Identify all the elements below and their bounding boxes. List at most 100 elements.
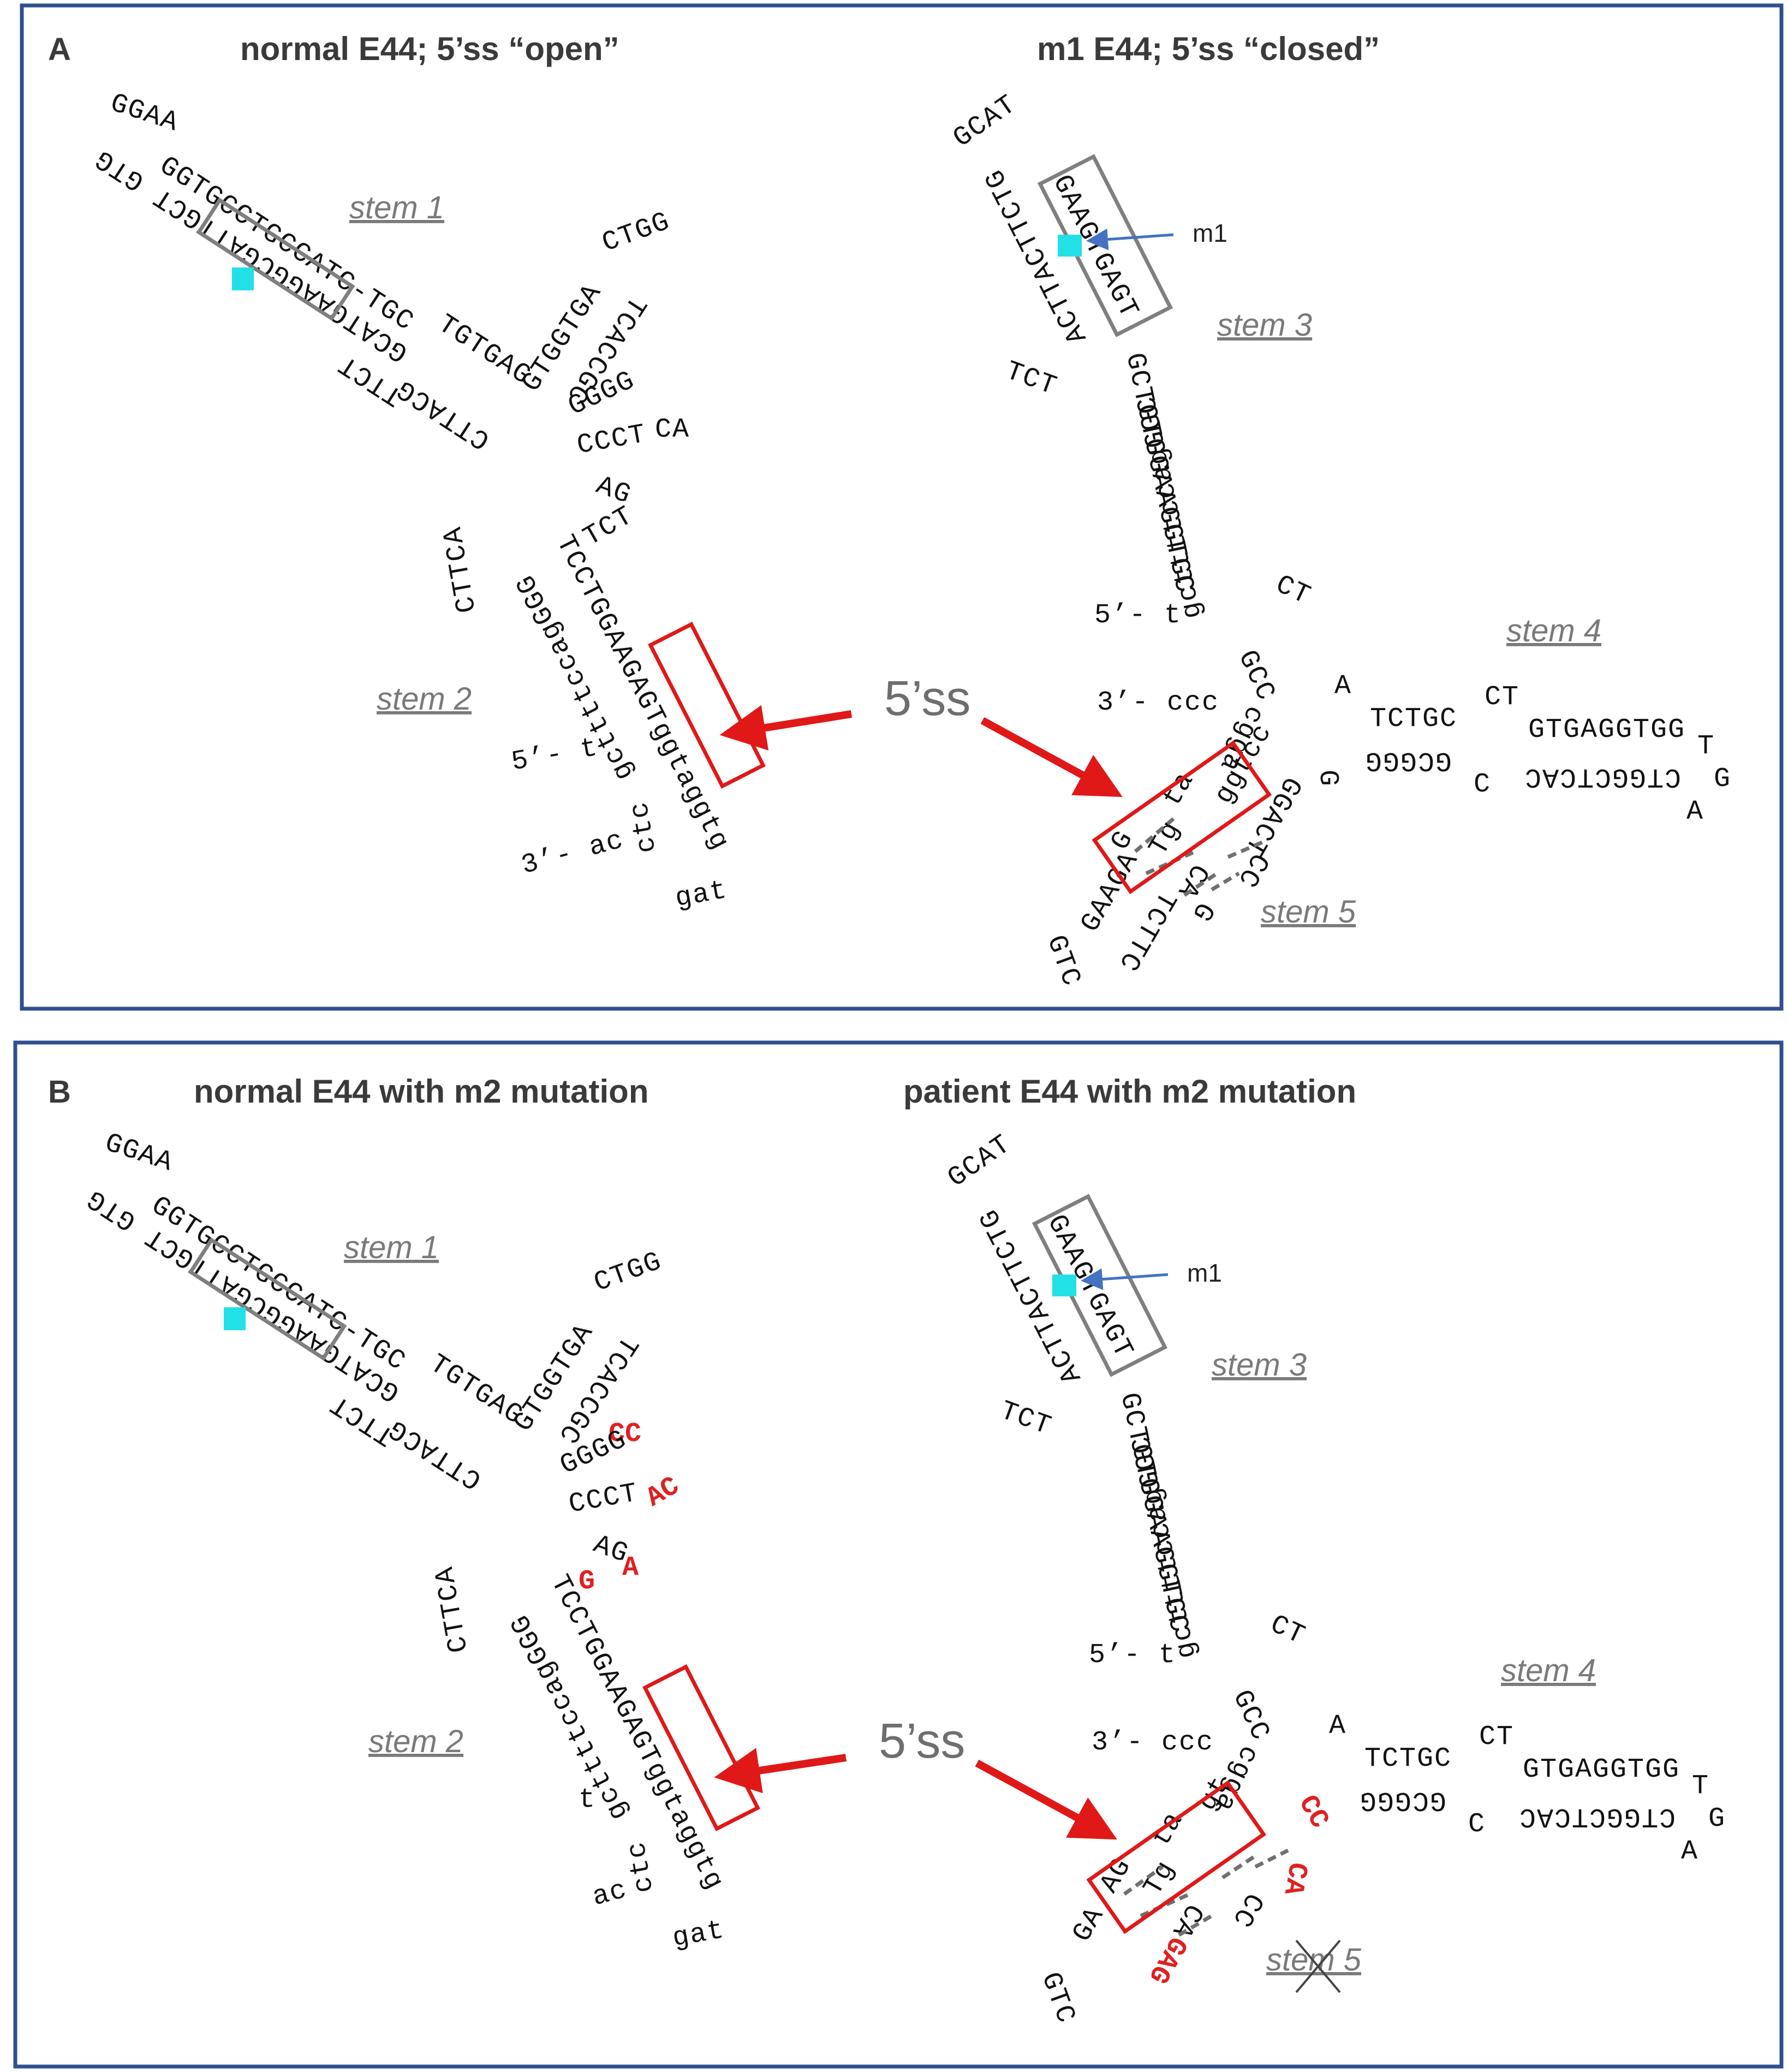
seq-s4-c: C <box>1474 769 1491 800</box>
seq-b-m2-g: G <box>579 1566 595 1597</box>
seq-s4-3p: 3’- ccc <box>1097 687 1219 718</box>
seq-b-ctc: ctc <box>621 1838 661 1895</box>
pairing-lines-a <box>1134 817 1267 897</box>
grey-box-stem1 <box>196 197 355 321</box>
seq-ca: CA <box>655 414 690 445</box>
highlight-m1 <box>1058 235 1082 257</box>
seq-s4-ct: CT <box>1271 569 1315 612</box>
seq-s4-a2: A <box>1686 796 1704 827</box>
seq-cttca: CTTCA <box>438 524 484 615</box>
seq-b-s5-cc: CC <box>1225 1887 1269 1933</box>
seq-s5-ta: ta <box>1157 766 1201 812</box>
stem1-label: stem 1 <box>349 190 444 225</box>
seq-s4-gtgag: GTGAGGTGG <box>1528 715 1685 746</box>
seq-b-m2-a: A <box>622 1552 639 1583</box>
5ss-label-b: 5’ss <box>879 1714 965 1769</box>
seq-s4-5p: 5’- t <box>1094 600 1182 631</box>
arrow-m1 <box>1086 228 1174 251</box>
seq-s4-gcggg: GCGGG <box>1364 745 1452 776</box>
stem1-label-b: stem 1 <box>344 1230 439 1265</box>
seq-b-s4-g: G <box>1708 1803 1726 1835</box>
seq-tct: TCT <box>579 500 640 553</box>
red-box-b-5ss-left <box>642 1664 760 1831</box>
panel-a-frame <box>20 3 1784 1011</box>
seq-b-ctacg: CTTACG <box>383 1412 488 1495</box>
seq-s4-gcc: GCC <box>1231 646 1281 706</box>
panel-a-normal-structure: GGAA GGTGCCTGCCATC-TGC GCATGAAGGCGATTGCT… <box>90 88 766 915</box>
m1-label-b: m1 <box>1187 1259 1222 1287</box>
seq-s4-a: A <box>1334 671 1352 702</box>
panel-b-letter: B <box>48 1074 71 1110</box>
arrow-5ss-left <box>719 705 853 751</box>
red-box-b-5ss-right <box>1086 1780 1267 1934</box>
seq-b-m2-cc: CC <box>609 1419 641 1450</box>
seq-b-gat: gat <box>670 1915 727 1955</box>
seq-b-cttca: CTTCA <box>430 1564 475 1655</box>
seq-s4-ct2: CT <box>1485 682 1519 713</box>
seq-stem1-bottom: GCATGAAGGCGATTGCT GTG <box>90 142 414 368</box>
seq-ctgg: CTGG <box>598 206 675 259</box>
arrow-5ss-right <box>980 717 1123 797</box>
stem5-cross-line2 <box>1295 1939 1341 1993</box>
highlight-stem1 <box>232 267 254 290</box>
highlight-b-stem1 <box>224 1307 246 1330</box>
seq-ccct: CCCT <box>575 419 649 461</box>
panel-a: A normal E44; 5’ss “open” m1 E44; 5’ss “… <box>20 3 1784 1011</box>
seq-b-s3-loop: GCAT <box>942 1129 1017 1194</box>
seq-s3-loop: GCAT <box>947 89 1023 154</box>
seq-b-s4-gtgag: GTGAGGTGG <box>1523 1754 1680 1785</box>
stem2-label: stem 2 <box>377 681 472 717</box>
seq-b-ctgg: CTGG <box>590 1246 666 1299</box>
stem4-label: stem 4 <box>1506 613 1601 648</box>
stem3-label-b: stem 3 <box>1212 1347 1307 1383</box>
panel-a-title-left: normal E44; 5’ss “open” <box>240 31 619 67</box>
panel-b-title-right: patient E44 with m2 mutation <box>903 1073 1356 1110</box>
panel-a-title-right: m1 E44; 5’ss “closed” <box>1037 31 1380 67</box>
grey-box-b-stem3 <box>1032 1194 1168 1377</box>
seq-s5-ca: CA <box>1170 858 1214 904</box>
seq-s4-ctggc: CTGGCTCAC <box>1524 761 1681 792</box>
seq-s4-tctgc: TCTGC <box>1370 704 1457 735</box>
seq-b-s4-tctgc: TCTGC <box>1364 1743 1452 1775</box>
m1-label: m1 <box>1193 219 1227 247</box>
seq-s4-t: T <box>1697 731 1715 762</box>
highlight-b-m1 <box>1052 1275 1076 1296</box>
seq-b-s4-c: C <box>1468 1809 1486 1840</box>
panel-b-patient-structure: GCAT ACTTACTTCTG GAAGTGAGT m1 TCT GCTGTG… <box>942 1129 1726 2028</box>
seq-ag: AG <box>592 470 636 511</box>
5ss-label: 5’ss <box>884 671 970 726</box>
seq-b-s4-ct2: CT <box>1479 1722 1514 1753</box>
seq-b-m2-cc2: CC <box>1291 1790 1334 1834</box>
seq-b-s4-a: A <box>1329 1711 1346 1742</box>
seq-b-stem1-bottom: GCATGAAGGCGATTGCT GTG <box>81 1182 406 1408</box>
seq-b-s4-5p: 5’- t <box>1089 1640 1176 1671</box>
panel-a-letter: A <box>48 32 71 67</box>
arrow-b-5ss-right <box>975 1759 1117 1840</box>
panel-a-m1-structure: GCAT ACTTACTTCTG GAAGTGAGT m1 TCT GCTGTG… <box>947 89 1731 991</box>
seq-s3-tt: TCT <box>1002 355 1062 402</box>
grey-box-b-stem1 <box>188 1237 347 1361</box>
panel-b-normal-m2-structure: GGAA GGTGCCTGCCATC-TGC GCATGAAGGCGATTGCT… <box>81 1128 760 1955</box>
seq-b-s4-ctggc: CTGGCTCAC <box>1518 1801 1676 1832</box>
seq-b-s4-gcggg: GCGGG <box>1359 1784 1446 1815</box>
seq-tail5: 5’- t <box>509 733 600 778</box>
seq-s4-g: G <box>1714 764 1731 795</box>
seq-s5-g-tail: G <box>1184 896 1220 927</box>
seq-b-s4-gcc: GCC <box>1225 1686 1276 1746</box>
seq-b-s5-ga: GA <box>1066 1902 1111 1948</box>
arrow-b-m1 <box>1081 1268 1169 1290</box>
seq-b-ccct: CCCT <box>567 1478 641 1520</box>
red-box-5ss-left <box>648 622 766 789</box>
stem3-label: stem 3 <box>1217 307 1312 343</box>
panel-b-title-left: normal E44 with m2 mutation <box>194 1073 648 1110</box>
seq-s4-g2: G <box>1312 770 1343 787</box>
stem4-label-b: stem 4 <box>1501 1653 1596 1688</box>
seq-b-t: t <box>579 1784 596 1815</box>
stem2-label-b: stem 2 <box>368 1724 463 1759</box>
seq-b-loop1: GGAA <box>101 1128 177 1179</box>
seq-b-s4-t: T <box>1692 1771 1709 1802</box>
seq-ctacg: CTTACG <box>391 372 496 455</box>
grey-box-stem3 <box>1037 154 1173 337</box>
seq-b-s4-ct: CT <box>1265 1609 1310 1652</box>
